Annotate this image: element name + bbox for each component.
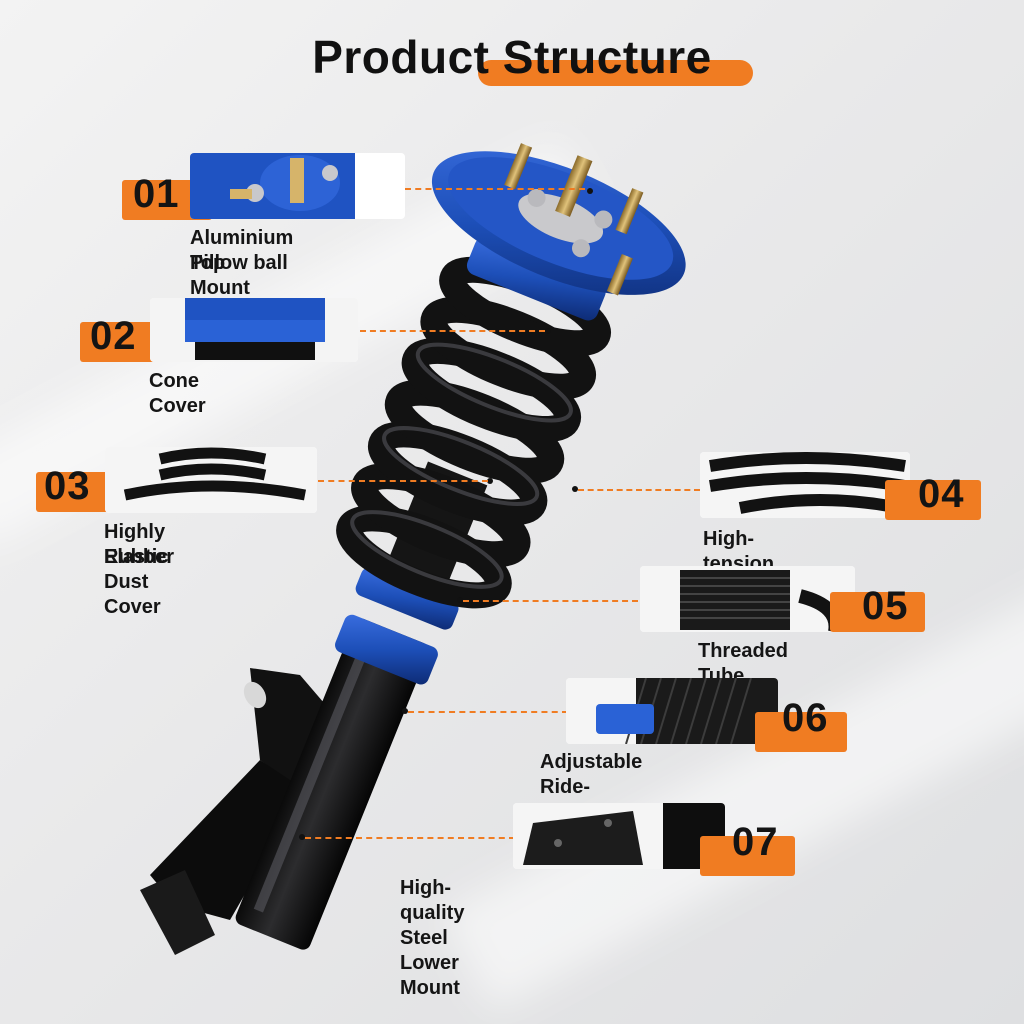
dust-cover-icon <box>105 447 317 513</box>
title-underline <box>478 60 753 86</box>
number-tab <box>700 836 795 876</box>
leader-line-06 <box>408 711 568 713</box>
callout-number: 06 <box>782 696 829 740</box>
page-title: Product Structure <box>0 22 1024 92</box>
lower-mount-bracket <box>140 668 330 955</box>
threaded-tube-icon <box>640 566 855 632</box>
leader-dot-02 <box>545 328 551 334</box>
title-part-2: Structure <box>502 31 712 83</box>
callout-label-line-2: Rubber Dust Cover <box>104 546 174 618</box>
number-tab <box>885 480 981 520</box>
callout-label-line-1: Highly Elastic <box>104 521 169 568</box>
ride-height-icon <box>566 678 778 744</box>
callout-number: 02 <box>90 314 137 358</box>
callout-number: 03 <box>44 464 91 508</box>
callout-label-line-1: Cone Cover <box>149 370 206 417</box>
number-tab <box>830 592 925 632</box>
leader-line-01 <box>405 188 585 190</box>
title-part-1: Product <box>312 31 490 83</box>
leader-line-05 <box>463 600 638 602</box>
leader-dot-07 <box>299 834 305 840</box>
callout-number: 07 <box>732 820 779 864</box>
leader-dot-01 <box>587 188 593 194</box>
number-tab <box>755 712 847 752</box>
callout-number: 05 <box>862 584 909 628</box>
leader-line-02 <box>360 330 545 332</box>
leader-line-04 <box>578 489 700 491</box>
leader-line-03 <box>318 480 488 482</box>
leader-dot-06 <box>402 708 408 714</box>
strut-tube <box>235 143 686 950</box>
callout-number: 04 <box>918 472 965 516</box>
leader-dot-05 <box>457 597 463 603</box>
lower-mount-icon <box>513 803 725 869</box>
callout-label-line-1: High-quality Steel Lower Mount <box>400 877 465 999</box>
top-mount-icon <box>190 153 405 219</box>
callout-label-line-1: Aluminium Pillow ball <box>190 227 294 274</box>
callout-number: 01 <box>133 172 180 216</box>
callout-label-line-2: Top Mount <box>190 252 250 299</box>
leader-line-07 <box>305 837 515 839</box>
cone-cover-icon <box>150 298 358 362</box>
leader-dot-03 <box>487 478 493 484</box>
spring-icon <box>700 452 910 518</box>
leader-dot-04 <box>572 486 578 492</box>
